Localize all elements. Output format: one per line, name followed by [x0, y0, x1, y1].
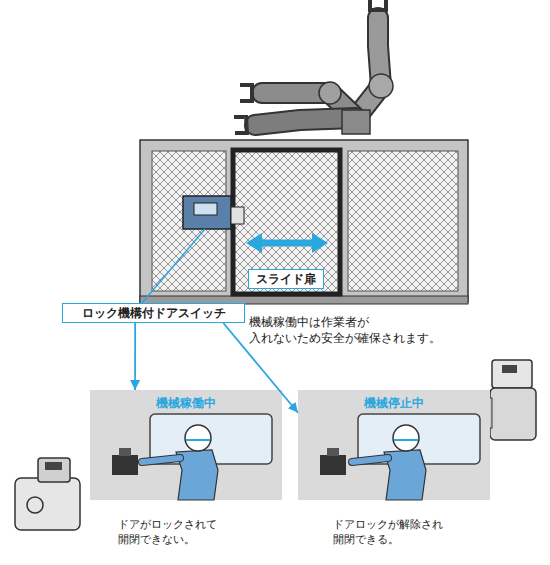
fence-mesh [348, 151, 458, 291]
robot-joint [319, 82, 341, 104]
door-switch [112, 455, 138, 475]
helmet-stripe [186, 439, 210, 441]
box-label: ロック機構付ドアスイッチ [82, 305, 226, 321]
robot-arm-outline [356, 18, 381, 118]
robot-arm [234, 0, 393, 135]
fence-frame [140, 140, 468, 302]
robot-gripper [240, 83, 252, 103]
robot-arm-outline [255, 118, 356, 125]
callout-arrow [223, 323, 298, 413]
label-box: ロック機構付ドアスイッチ [62, 303, 245, 323]
state-panel: 機械停止中ドアロックが解除され 開閉できる。 [298, 390, 490, 500]
panel-heading: 機械停止中 [298, 395, 490, 412]
robot-arm-segment [255, 118, 356, 125]
machine-window [358, 414, 480, 464]
robot-joint [369, 74, 393, 98]
door-switch [320, 455, 346, 475]
safety-fence [140, 140, 468, 304]
device-body [15, 478, 80, 530]
label-box: スライド扉 [248, 269, 324, 289]
device-screw [27, 497, 43, 513]
device-head [38, 458, 70, 482]
helmet-stripe [394, 439, 418, 441]
arrow-head [312, 233, 328, 253]
worker-body [176, 450, 218, 500]
callout-arrow [134, 323, 136, 390]
switch-head [327, 448, 339, 456]
device-window [502, 365, 517, 373]
switch-device-illustration [483, 360, 536, 440]
worker-helmet [393, 425, 419, 451]
worker-body [384, 450, 426, 500]
robot-gripper [368, 0, 388, 10]
switch-window [194, 203, 217, 215]
arrow-shaft [258, 240, 316, 247]
switch-actuator [231, 207, 244, 224]
device-body [490, 388, 536, 440]
panel-heading: 機械稼働中 [90, 395, 282, 412]
box-label: スライド扉 [256, 271, 316, 287]
slide-double-arrow [246, 233, 328, 253]
panel-caption: ドアロックが解除され 開閉できる。 [333, 517, 508, 548]
worker-helmet [185, 425, 211, 451]
robot-gripper [234, 115, 247, 135]
switch-head [119, 448, 131, 456]
state-panel: 機械稼働中ドアがロックされて 開閉できない。 [90, 390, 282, 500]
robot-base [342, 110, 370, 134]
robot-arm-segment [356, 18, 381, 118]
worker-arm [142, 458, 180, 462]
arrow-head [246, 233, 262, 253]
worker-arm-outline [352, 458, 388, 462]
door-switch [183, 196, 231, 229]
device-head [492, 360, 532, 388]
switch-device-illustration [15, 458, 80, 530]
slide-door [233, 150, 340, 294]
machine-window [150, 414, 272, 464]
note-text: 機械稼働中は作業者が 入れないため安全が確保されます。 [249, 314, 464, 346]
panel-caption: ドアがロックされて 開閉できない。 [118, 517, 293, 548]
worker-arm [352, 458, 388, 462]
worker-scene [320, 414, 480, 500]
worker-scene [112, 414, 272, 500]
leader-line [142, 229, 205, 303]
worker-arm-outline [142, 458, 180, 462]
device-window [45, 462, 62, 470]
